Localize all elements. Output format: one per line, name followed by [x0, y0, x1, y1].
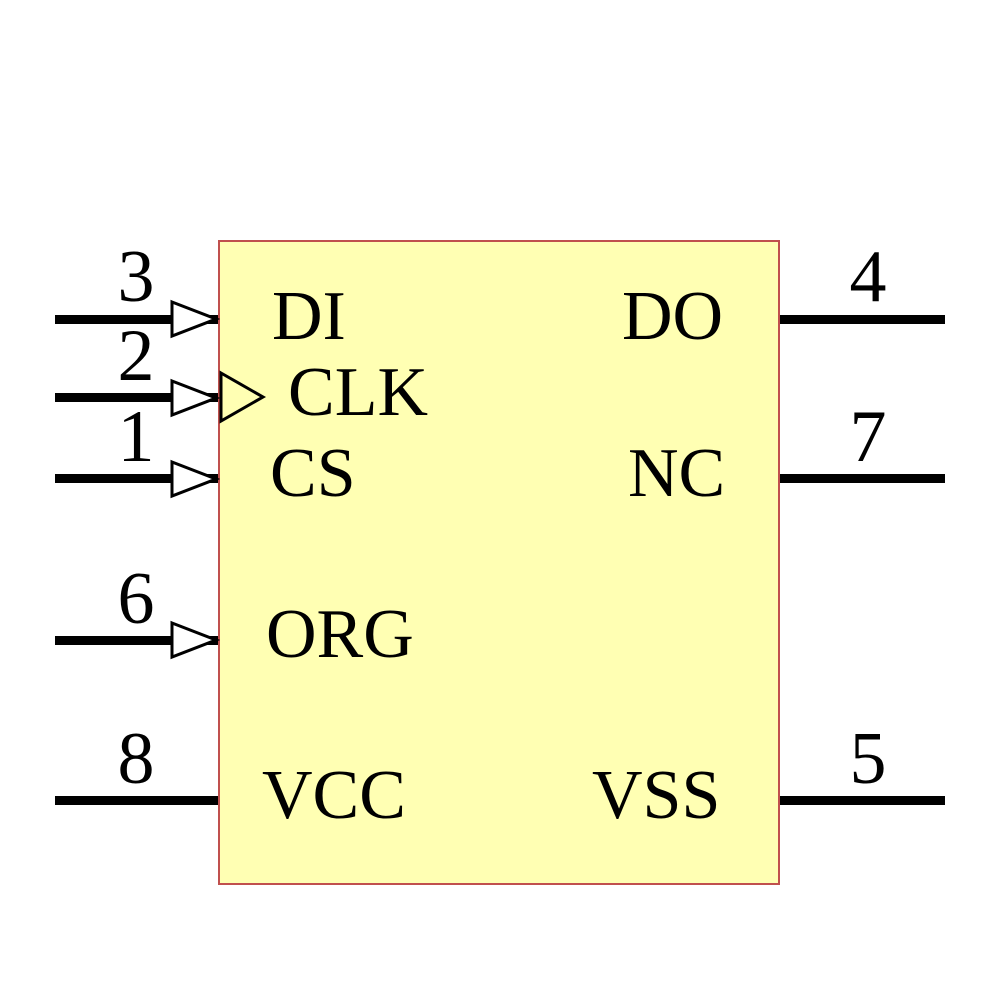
input-arrow-icon: [170, 620, 220, 660]
pin-label: CLK: [288, 354, 428, 431]
pin-label: NC: [628, 435, 726, 512]
pin-label: VCC: [262, 757, 406, 834]
pin-wire: [55, 393, 218, 402]
pin-label: ORG: [266, 596, 414, 673]
pin-number: 7: [849, 396, 887, 478]
pin-label: VSS: [592, 757, 721, 834]
pin-number: 6: [117, 558, 155, 640]
pin-number: 4: [849, 236, 887, 318]
pin-label: DI: [272, 278, 346, 355]
pin-wire: [780, 474, 945, 483]
pin-wire: [55, 315, 218, 324]
pin-number: 1: [117, 396, 155, 478]
pin-wire: [55, 474, 218, 483]
ic-body: [218, 240, 780, 885]
pin-wire: [780, 796, 945, 805]
input-arrow-icon: [170, 459, 220, 499]
pin-wire: [780, 315, 945, 324]
input-arrow-icon: [170, 299, 220, 339]
pin-number: 3: [117, 236, 155, 318]
pin-label: CS: [270, 435, 356, 512]
pin-number: 8: [117, 718, 155, 800]
pin-label: DO: [622, 278, 724, 355]
pin-wire: [55, 796, 218, 805]
pin-number: 5: [849, 718, 887, 800]
pin-number: 2: [117, 315, 155, 397]
clock-triangle-icon: [219, 370, 267, 424]
pin-wire: [55, 636, 218, 645]
input-arrow-icon: [170, 378, 220, 418]
